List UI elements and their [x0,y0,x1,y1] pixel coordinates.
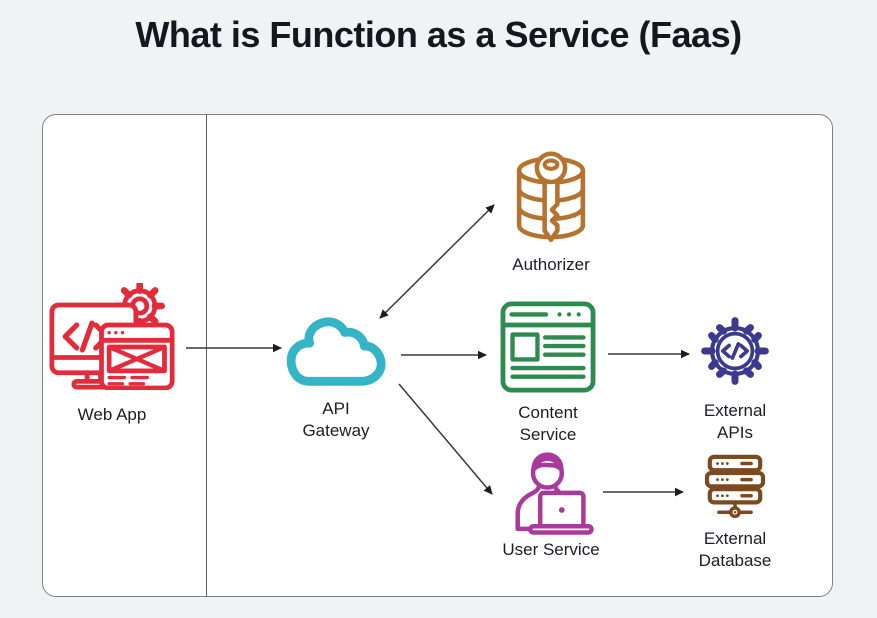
gear-code-icon [701,317,769,385]
node-label-user-service: User Service [502,540,600,559]
node-web-app: Web App [44,283,180,426]
panel-divider-line [206,114,207,597]
cloud-icon [286,317,386,386]
node-external-apis: External APIs [680,314,790,444]
node-label-content-service: Content Service [518,403,578,444]
node-label-web-app: Web App [77,405,147,424]
database-key-icon [516,151,586,243]
node-label-external-database: External Database [698,529,772,570]
node-label-authorizer: Authorizer [512,255,590,274]
person-laptop-icon [515,452,594,535]
node-user-service: User Service [496,449,606,561]
node-content-service: Content Service [493,301,603,446]
node-label-api-gateway: API Gateway [302,399,370,440]
node-authorizer: Authorizer [496,146,606,276]
node-label-external-apis: External APIs [703,401,767,442]
browser-content-icon [500,301,596,393]
server-stack-icon [704,454,766,519]
monitor-code-browser-gear-icon [49,283,175,390]
node-external-database: External Database [680,454,790,572]
node-api-gateway: API Gateway [272,312,400,442]
page-title: What is Function as a Service (Faas) [135,14,742,55]
